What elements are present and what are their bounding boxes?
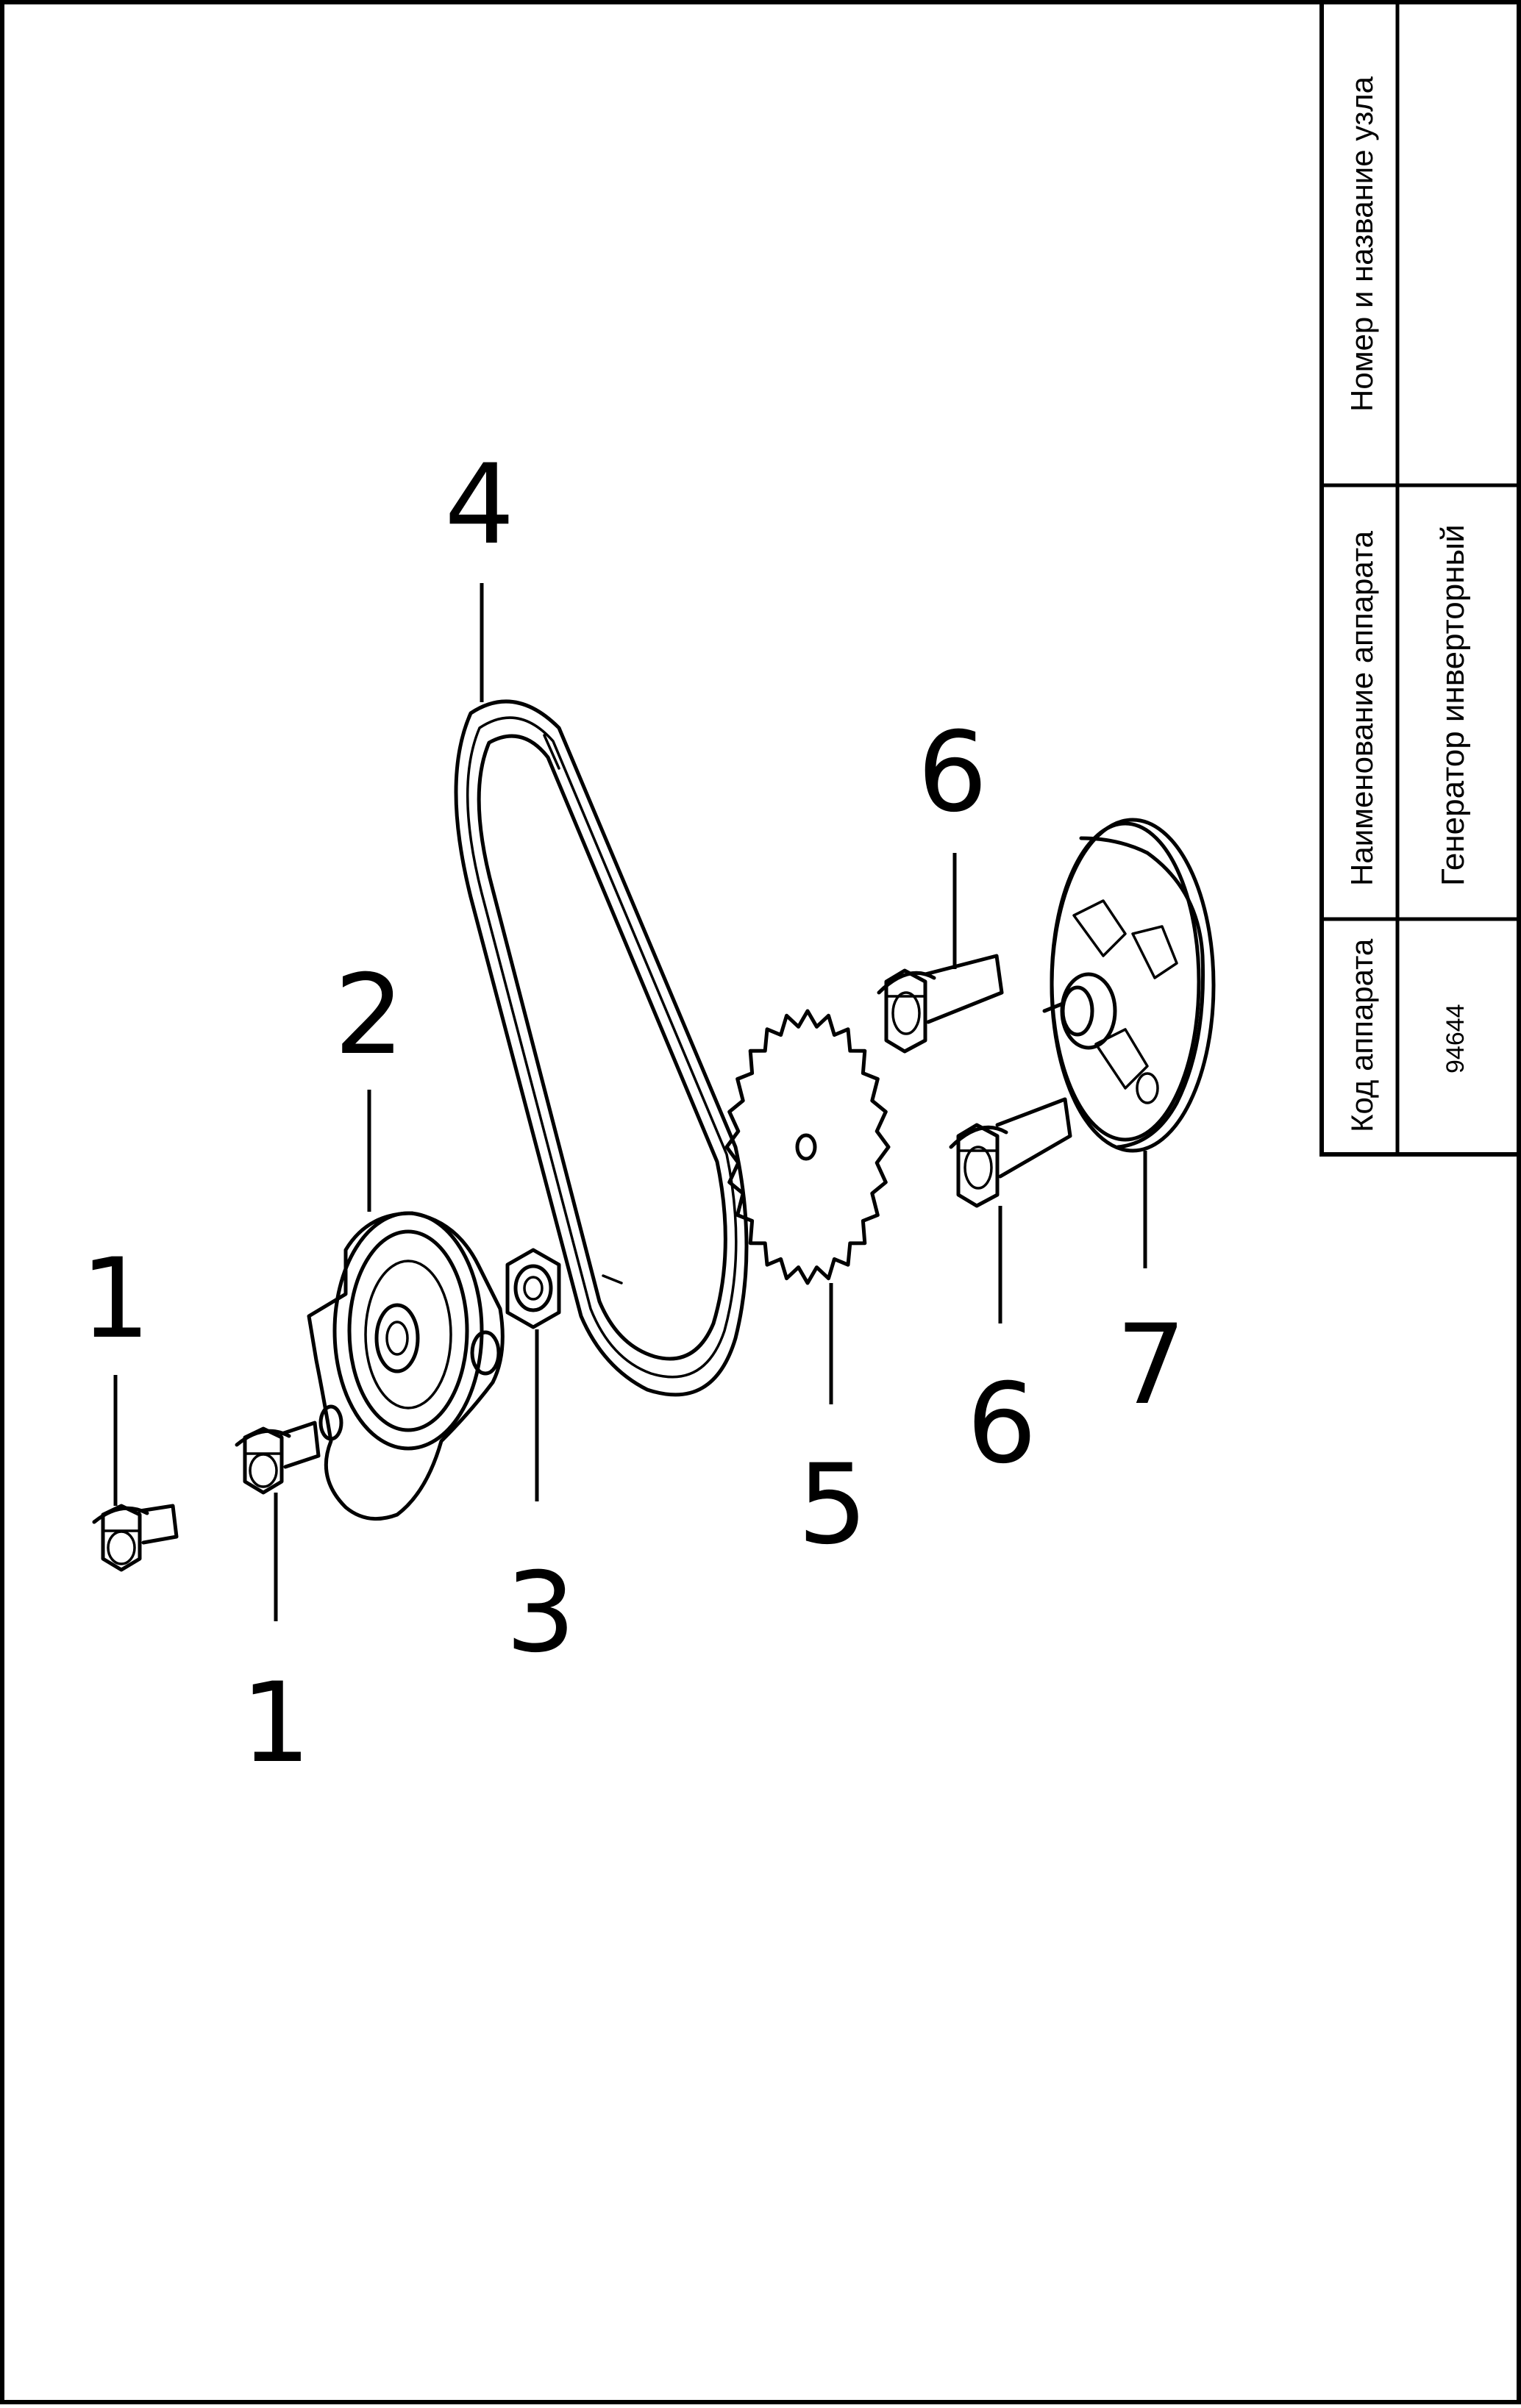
part-6-bolt-lower [949, 1097, 1072, 1208]
callout-1-upper: 1 [80, 1235, 150, 1363]
title-block: Код аппарата 94644 Наименование аппарата… [1319, 0, 1521, 1157]
node-label: Номер и название узла [1344, 76, 1379, 412]
part-5-sprocket [724, 1009, 891, 1285]
callout-2: 2 [334, 951, 404, 1079]
part-1-bolt-lower [235, 1421, 321, 1495]
name-value: Генератор инверторный [1435, 524, 1471, 886]
code-label: Код аппарата [1344, 938, 1379, 1132]
callout-3: 3 [505, 1549, 575, 1677]
part-4-belt [454, 699, 749, 1397]
part-2-tensioner [307, 1211, 505, 1521]
callout-1-lower: 1 [241, 1659, 310, 1787]
leader-lines [113, 583, 1147, 1621]
name-label: Наименование аппарата [1344, 530, 1379, 886]
callout-6-lower: 6 [966, 1360, 1036, 1488]
callout-5: 5 [797, 1441, 867, 1569]
part-7-pulley [1042, 818, 1216, 1153]
callout-6-upper: 6 [917, 709, 987, 837]
callout-numbers: 1 1 2 3 4 5 6 6 7 [80, 441, 1186, 1787]
part-3-nut [505, 1248, 561, 1329]
code-value: 94644 [1442, 1004, 1470, 1073]
title-block-frame [1319, 0, 1521, 1157]
part-1-bolt-upper [92, 1504, 179, 1572]
callout-7: 7 [1116, 1301, 1186, 1429]
part-6-bolt-upper [877, 954, 1004, 1054]
callout-4: 4 [444, 441, 514, 569]
